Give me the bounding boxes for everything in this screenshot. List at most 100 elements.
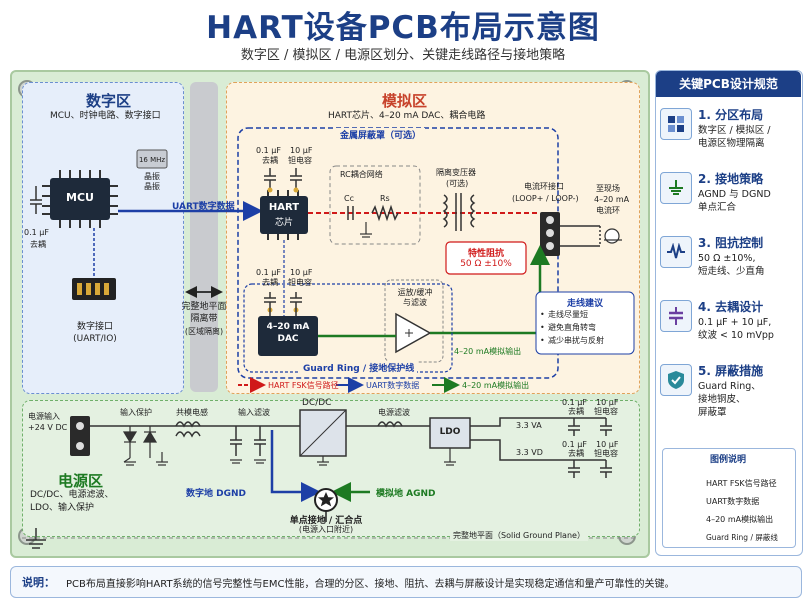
va-cap-big-role: 钽电容 (594, 407, 618, 416)
dac-chip (258, 316, 318, 356)
sidebar-item-body: 数字区 / 模拟区 / (698, 125, 771, 136)
analog-zone-title: 模拟区 (382, 92, 428, 110)
field-loop-wire (560, 225, 601, 247)
hart-cap-small: 0.1 μF (256, 146, 281, 155)
loop-terminal (540, 212, 560, 256)
power-input-voltage: +24 V DC (28, 423, 68, 432)
star-ground-sublabel: (电源入口附近) (298, 525, 354, 534)
field-loop-label-2: 4–20 mA (594, 195, 630, 204)
hart-cap-big: 10 μF (290, 146, 313, 155)
mcu-decoupling-cap (30, 186, 42, 214)
vd-rail-label: 3.3 VD (516, 448, 543, 457)
power-zone-title: 电源区 (58, 472, 104, 490)
isolation-band (190, 82, 218, 392)
analog-zone-desc: HART芯片、4–20 mA DAC、耦合电路 (328, 111, 486, 121)
power-filter-inductor (377, 421, 403, 428)
routing-item: 减少串扰与反射 (548, 336, 604, 345)
layout-grid-icon (660, 108, 692, 140)
crystal-frequency: 16 MHz (138, 156, 166, 164)
hart-chip (260, 190, 308, 240)
power-zone-desc-1: DC/DC、电源滤波、 (30, 490, 114, 500)
dac-sublabel: DAC (277, 334, 299, 344)
legend-item-analog: 4–20 mA模拟输出 (706, 515, 774, 524)
hart-cap-big-role: 钽电容 (288, 156, 312, 165)
coupling-capacitor (347, 206, 354, 220)
ldo-regulator (429, 417, 471, 449)
digital-zone (22, 82, 184, 394)
sidebar-legend-box (662, 448, 796, 548)
mcu-cap-role: 去耦 (30, 240, 46, 249)
power-zone-desc-2: LDO、输入保护 (30, 503, 95, 513)
series-resistor (371, 204, 399, 222)
sidebar-title: 关键PCB设计规范 (656, 71, 801, 97)
legend-item-fsk: HART FSK信号路径 (706, 479, 777, 488)
legend-item-guard: Guard Ring / 屏蔽线 (706, 533, 778, 542)
sidebar-item-body: 接地铜皮、 (698, 394, 746, 405)
hart-decoupling-caps (264, 168, 302, 190)
transformer-optional: (可选) (446, 179, 469, 188)
input-filter-caps (230, 426, 266, 456)
va-cap-small-role: 去耦 (568, 407, 584, 416)
sidebar-item-head: 1. 分区布局 (698, 108, 764, 122)
legend-title: 图例说明 (709, 455, 746, 465)
transformer-title: 隔离变压器 (436, 168, 476, 177)
routing-item: 走线尽量短 (548, 310, 588, 319)
digital-zone-title: 数字区 (86, 92, 132, 110)
mcu-label: MCU (66, 191, 94, 204)
va-cap-small: 0.1 μF (562, 398, 587, 407)
va-cap-big: 10 μF (596, 398, 619, 407)
capacitor-icon (660, 300, 692, 332)
crystal-label-2: 晶振 (144, 182, 160, 191)
rc-network-title: RC耦合网络 (340, 170, 383, 179)
vd-cap-big: 10 μF (596, 440, 619, 449)
hart-chip-sublabel: 芯片 (274, 218, 293, 228)
sidebar-item-body: AGND 与 DGND (698, 189, 771, 200)
op-amp-sublabel: 与滤波 (403, 298, 427, 307)
agnd-label: 模拟地 AGND (376, 489, 436, 499)
dac-cap-big: 10 μF (290, 268, 313, 277)
ground-plane-label: 完整地平面（Solid Ground Plane） (450, 531, 588, 541)
coupling-cap-label: Cc (344, 194, 354, 203)
digital-zone-desc: MCU、时钟电路、数字接口 (50, 111, 161, 121)
rc-network (329, 165, 421, 245)
mini-legend-fsk: HART FSK信号路径 (268, 381, 339, 390)
dgnd-trace (270, 430, 321, 502)
vd-cap-big-role: 钽电容 (594, 449, 618, 458)
routing-item: 避免直角转弯 (548, 323, 596, 332)
sidebar-item-body: 纹波 < 10 mVpp (698, 330, 774, 341)
legend-item-uart: UART数字数据 (706, 497, 760, 506)
footer-note (10, 566, 802, 598)
routing-box (535, 291, 635, 355)
isolation-label-3: (区域隔离) (184, 327, 224, 336)
dac-cap-small: 0.1 μF (256, 268, 281, 277)
common-mode-choke (175, 421, 201, 428)
routing-bullet: • (540, 323, 545, 332)
ground-icon (660, 172, 692, 204)
protection-diodes (122, 426, 158, 458)
dac-cap-small-role: 去耦 (262, 278, 278, 287)
field-loop-label-1: 至现场 (596, 184, 620, 193)
star-ground-label: 单点接地 / 汇合点 (289, 516, 363, 526)
dcdc-label: DC/DC (302, 398, 332, 408)
crystal-oscillator (136, 149, 168, 169)
dac-decoupling-caps (264, 292, 302, 316)
digital-connector-label: 数字接口 (76, 322, 113, 332)
power-input-terminal (70, 416, 90, 456)
board-ground-symbol (26, 528, 46, 549)
sidebar-item-body: 0.1 μF + 10 μF, (698, 317, 772, 328)
vd-cap-small: 0.1 μF (562, 440, 587, 449)
output-decoupling-caps (568, 418, 612, 478)
sidebar-item-head: 2. 接地策略 (698, 172, 764, 186)
ldo-label: LDO (439, 427, 461, 437)
series-resistor-label: Rs (380, 194, 390, 203)
analog-output-label: 4–20 mA模拟输出 (454, 347, 522, 356)
dgnd-label: 数字地 DGND (186, 489, 246, 499)
dac-cap-big-role: 钽电容 (288, 278, 312, 287)
mini-legend-analog: 4–20 mA模拟输出 (462, 381, 530, 390)
sidebar-item-head: 5. 屏蔽措施 (698, 364, 764, 378)
waveform-icon (660, 236, 692, 268)
sidebar-item-body: 50 Ω ±10%, (698, 253, 756, 264)
isolation-transformer (442, 193, 476, 231)
sidebar-item-head: 3. 阻抗控制 (698, 236, 764, 250)
input-filter-label: 输入滤波 (238, 408, 270, 417)
